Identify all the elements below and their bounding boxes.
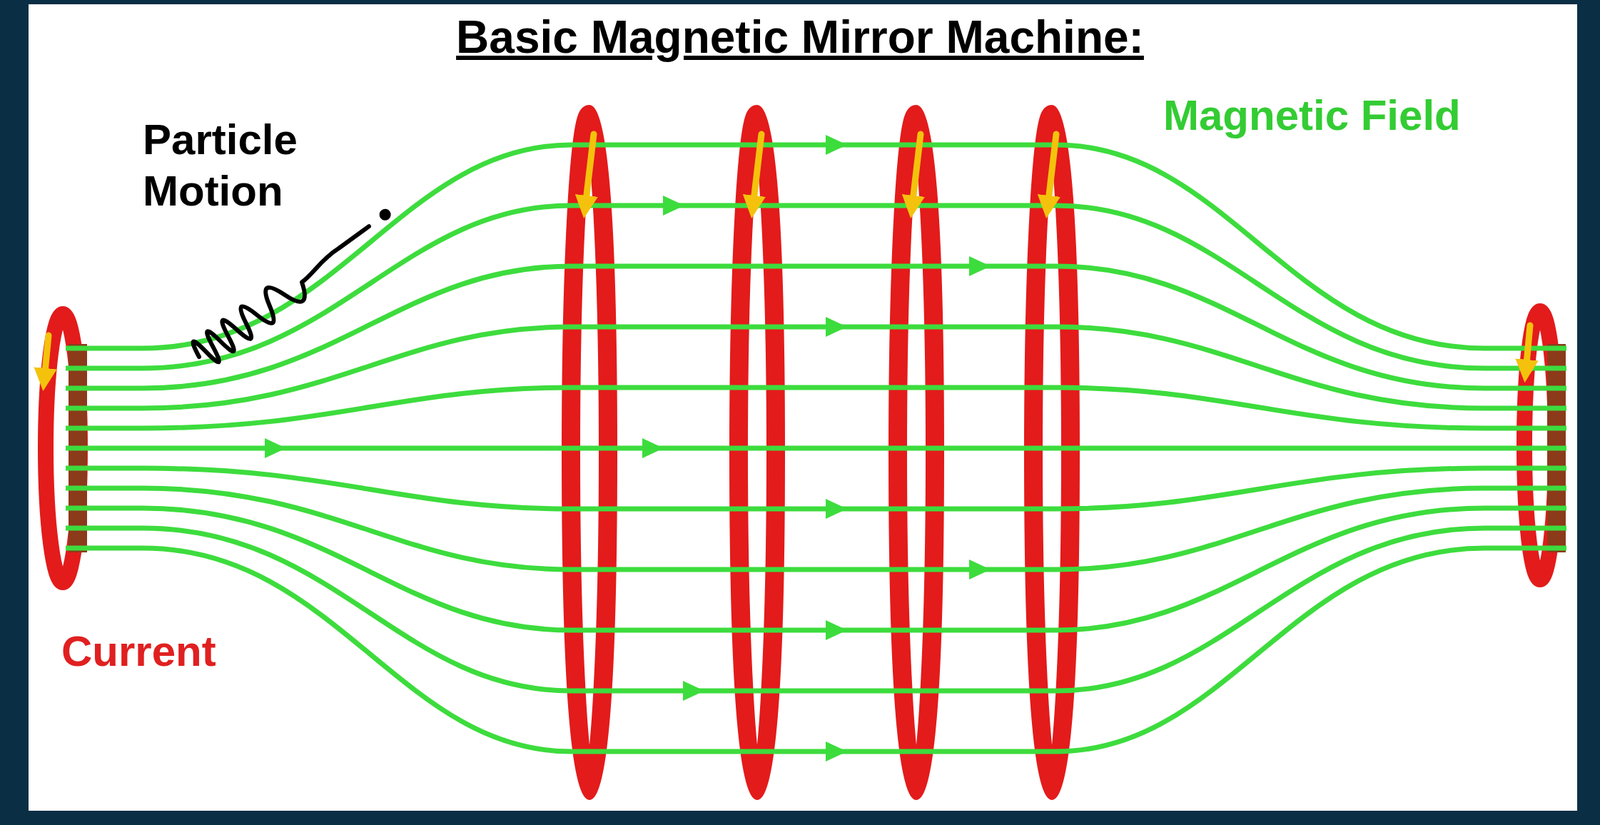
field-line: [65, 205, 1567, 369]
field-line: [65, 326, 1567, 409]
field-lines: [65, 144, 1567, 752]
field-arrow: [825, 316, 848, 337]
field-arrow: [662, 195, 685, 216]
field-arrow: [825, 498, 848, 519]
field-line: [65, 488, 1567, 570]
field-arrow: [825, 620, 848, 641]
current-arrow: [585, 134, 594, 207]
current-label: Current: [61, 625, 217, 678]
particle-trajectory: [189, 218, 382, 370]
white-panel: [28, 4, 1578, 811]
field-arrow: [969, 559, 991, 580]
field-arrow: [825, 134, 848, 155]
field-arrows: [264, 134, 991, 762]
title: Basic Magnetic Mirror Machine:: [0, 9, 1600, 65]
particle: [376, 206, 393, 223]
magnetic-field-label: Magnetic Field: [1163, 89, 1461, 142]
field-arrow: [969, 256, 991, 277]
current-arrow: [1047, 134, 1057, 207]
current-arrow: [44, 335, 49, 380]
current-arrow: [752, 134, 762, 207]
field-line: [65, 387, 1567, 429]
field-line: [65, 508, 1567, 631]
field-line: [65, 528, 1567, 691]
particle-path: [189, 203, 403, 370]
field-arrow: [264, 438, 287, 459]
field-line: [65, 144, 1567, 349]
field-arrow: [642, 438, 664, 459]
field-arrow: [682, 680, 705, 701]
particle-motion-label: Particle Motion: [142, 114, 336, 217]
field-line: [65, 548, 1567, 752]
current-arrow: [1525, 325, 1531, 372]
current-arrow: [912, 134, 921, 207]
field-line: [65, 446, 1567, 452]
field-arrow: [825, 741, 848, 762]
